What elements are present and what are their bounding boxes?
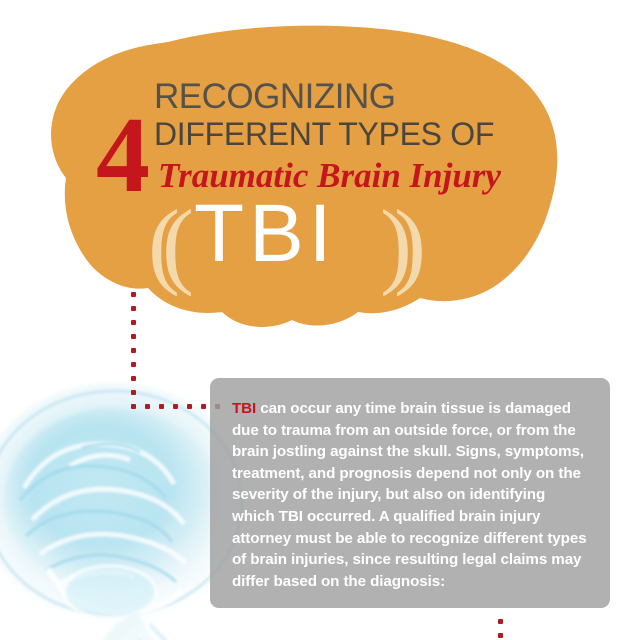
connector-dot: [159, 404, 164, 409]
headline-block: 4 RECOGNIZING DIFFERENT TYPES OF Traumat…: [96, 78, 566, 298]
connector-dot: [498, 619, 503, 624]
paren-left-inner-icon: (: [162, 190, 194, 297]
headline-line-recognizing: RECOGNIZING: [154, 77, 396, 116]
info-panel-lead-label: TBI: [232, 400, 257, 417]
connector-dot: [131, 320, 136, 325]
connector-dot: [187, 404, 192, 409]
headline-acronym: TBI: [194, 188, 337, 279]
connector-dot: [173, 404, 178, 409]
connector-dot: [131, 390, 136, 395]
headline-line-traumatic-brain-injury: Traumatic Brain Injury: [158, 156, 501, 195]
info-panel-text: TBI can occur any time brain tissue is d…: [232, 398, 588, 592]
connector-dot: [201, 404, 206, 409]
paren-right-outer-icon: ): [394, 190, 426, 297]
connector-dot: [498, 633, 503, 638]
connector-dot: [145, 404, 150, 409]
headline-acronym-row: ( ( TBI ) ): [148, 190, 488, 297]
headline-line-different-types: DIFFERENT TYPES OF: [154, 116, 495, 152]
headline-number: 4: [96, 96, 150, 215]
info-panel-body: can occur any time brain tissue is damag…: [232, 400, 587, 590]
connector-dot: [131, 292, 136, 297]
orange-brain-shape: [40, 20, 570, 340]
connector-dot: [131, 334, 136, 339]
paren-left-outer-icon: (: [148, 190, 180, 297]
connector-dot: [131, 306, 136, 311]
connector-dot: [131, 362, 136, 367]
connector-dot: [131, 404, 136, 409]
connector-dot: [131, 376, 136, 381]
info-panel: TBI can occur any time brain tissue is d…: [210, 378, 610, 608]
connector-dot: [131, 348, 136, 353]
paren-right-inner-icon: ): [380, 190, 412, 297]
